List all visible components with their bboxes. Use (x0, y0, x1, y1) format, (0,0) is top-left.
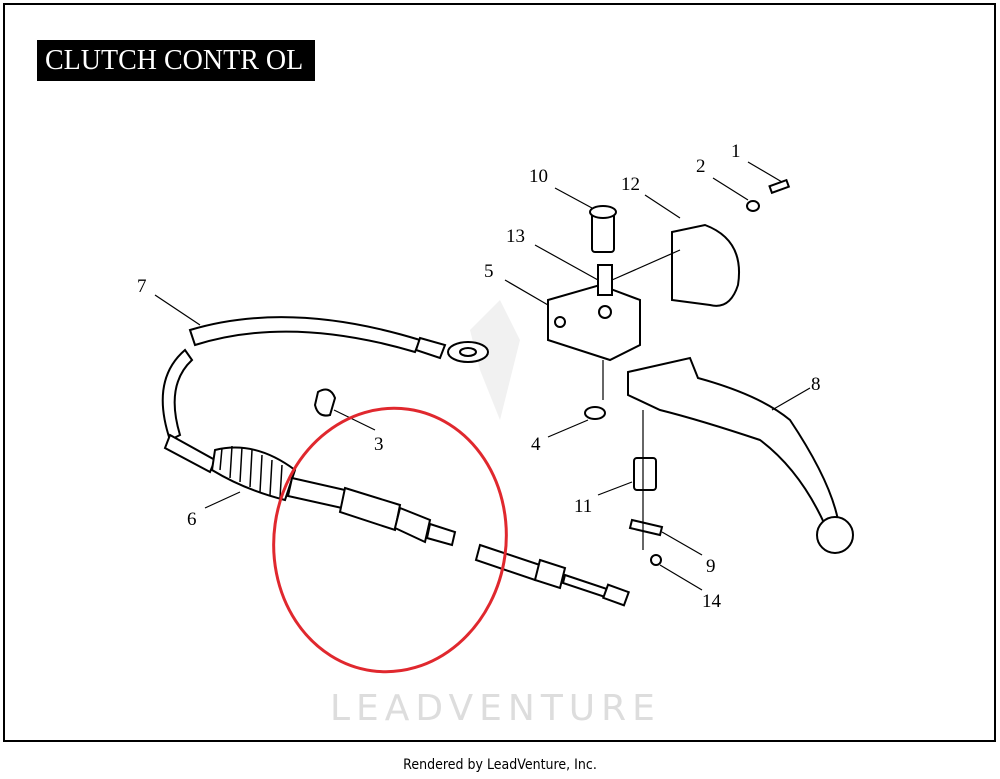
part-13-pin (597, 264, 613, 296)
callout-9: 9 (706, 556, 716, 577)
part-7-hose-end (414, 336, 447, 360)
leadventure-logo-mark (470, 300, 520, 420)
callout-1: 1 (731, 141, 741, 162)
callout-5: 5 (484, 261, 494, 282)
part-11-bushing (633, 457, 657, 491)
part-7-hose (188, 316, 422, 354)
callout-7: 7 (137, 276, 147, 297)
part-14-screw (650, 554, 662, 566)
part-6-hose (161, 348, 194, 442)
part-6-inner-cable (474, 543, 542, 582)
part-9-plate (628, 518, 664, 537)
part-8-lever-ball (816, 516, 854, 554)
part-6-adjuster (286, 476, 347, 510)
callout-6: 6 (187, 509, 197, 530)
callout-14: 14 (702, 591, 722, 612)
callout-13: 13 (506, 226, 525, 247)
callout-4: 4 (531, 434, 541, 455)
part-3-clip (313, 388, 337, 417)
part-4-ring (584, 406, 606, 420)
diagram-frame (3, 3, 996, 742)
diagram-title: CLUTCH CONTR OL (37, 40, 316, 81)
part-8-lever (627, 356, 840, 527)
highlight-circle (272, 406, 508, 674)
part-2-washer (746, 200, 760, 212)
footer-credit: Rendered by LeadVenture, Inc. (403, 757, 597, 773)
callout-10: 10 (529, 166, 548, 187)
callout-11: 11 (574, 496, 592, 517)
callout-12: 12 (621, 174, 640, 195)
callout-2: 2 (696, 156, 706, 177)
part-6-cable (163, 433, 217, 474)
part-12-clamp (671, 223, 740, 307)
callout-8: 8 (811, 374, 821, 395)
callout-3: 3 (374, 434, 384, 455)
leadventure-watermark: LEADVENTURE (330, 688, 661, 729)
part-1-screw (768, 178, 791, 195)
